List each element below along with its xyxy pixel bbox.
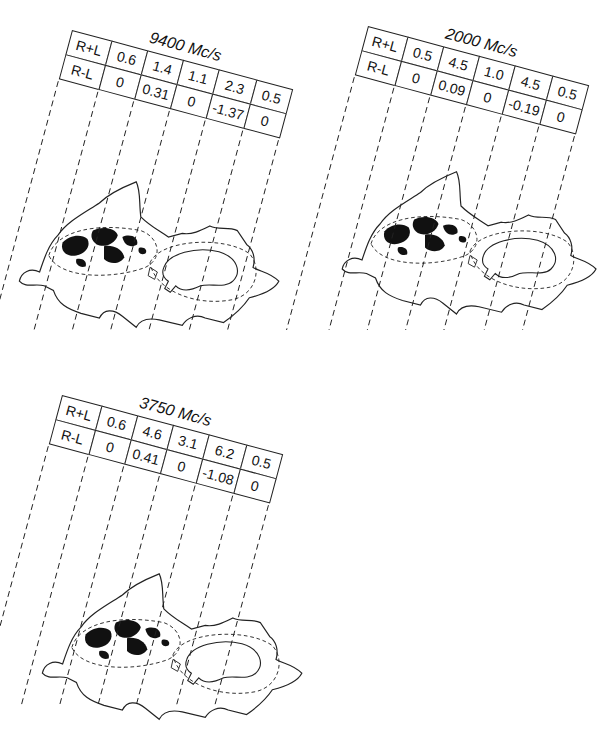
strip-boundary bbox=[189, 131, 242, 330]
table-value: 6.2 bbox=[213, 442, 236, 462]
strip-boundary bbox=[0, 446, 48, 705]
table-value: 4.5 bbox=[519, 73, 542, 93]
table-value: R-L bbox=[365, 57, 391, 78]
table-value: 0.5 bbox=[260, 87, 283, 107]
strip-boundary bbox=[177, 496, 233, 705]
active-region bbox=[342, 172, 596, 314]
table-value: -0.19 bbox=[507, 95, 542, 119]
table-value: R+L bbox=[370, 33, 399, 55]
table-value: 0.5 bbox=[556, 83, 579, 103]
table-value: 0.5 bbox=[250, 452, 273, 472]
strip-boundary bbox=[523, 136, 575, 330]
table-value: 0 bbox=[482, 89, 494, 106]
table-value: R-L bbox=[69, 61, 95, 82]
strip-boundary bbox=[136, 486, 195, 705]
strip-boundary bbox=[98, 476, 159, 705]
table-value: 0 bbox=[176, 458, 188, 475]
table-value: 0 bbox=[259, 112, 271, 129]
strip-boundary bbox=[21, 457, 88, 705]
strip-boundary bbox=[0, 81, 58, 330]
strip-boundary bbox=[215, 505, 269, 705]
table-value: 0.41 bbox=[131, 446, 161, 469]
table-value: 0 bbox=[555, 108, 567, 125]
strip-boundary bbox=[484, 127, 538, 330]
strip-boundary bbox=[367, 97, 429, 330]
active-region bbox=[19, 182, 278, 327]
table-value: 4.5 bbox=[447, 53, 470, 73]
table-value: 0 bbox=[104, 438, 116, 455]
table-value: -1.08 bbox=[201, 464, 236, 488]
table-value: 0.5 bbox=[411, 44, 434, 64]
table-value: 0 bbox=[186, 93, 198, 110]
table-value: R+L bbox=[74, 37, 103, 59]
strip-boundary bbox=[329, 88, 394, 330]
strip-boundary bbox=[34, 92, 98, 330]
table-value: 0.6 bbox=[105, 413, 128, 433]
strip-boundary bbox=[60, 466, 124, 705]
strip-boundary bbox=[111, 111, 170, 330]
table-value: R-L bbox=[59, 426, 85, 447]
table-value: 0.09 bbox=[437, 77, 467, 100]
table-value: 3.1 bbox=[177, 432, 200, 452]
table-value: 1.1 bbox=[187, 67, 210, 87]
table-value: -1.37 bbox=[211, 99, 246, 123]
strip-boundary bbox=[406, 107, 466, 330]
strip-lines bbox=[0, 77, 574, 705]
table-value: 0 bbox=[114, 73, 126, 90]
table-value: 1.4 bbox=[151, 57, 174, 77]
table-value: 0.6 bbox=[115, 48, 138, 68]
strip-boundary bbox=[72, 101, 133, 330]
active-region bbox=[42, 574, 301, 719]
table-value: R+L bbox=[64, 402, 93, 424]
table-value: 0.31 bbox=[141, 81, 171, 104]
table-value: 4.6 bbox=[141, 422, 164, 442]
strip-boundary bbox=[149, 121, 205, 330]
strip-boundary bbox=[228, 140, 279, 330]
table-value: 2.3 bbox=[223, 77, 246, 97]
strip-boundary bbox=[444, 117, 501, 330]
table-value: 0 bbox=[410, 69, 422, 86]
table-value: 1.0 bbox=[483, 63, 506, 83]
table-value: 0 bbox=[249, 477, 261, 494]
strip-boundary bbox=[287, 77, 355, 330]
